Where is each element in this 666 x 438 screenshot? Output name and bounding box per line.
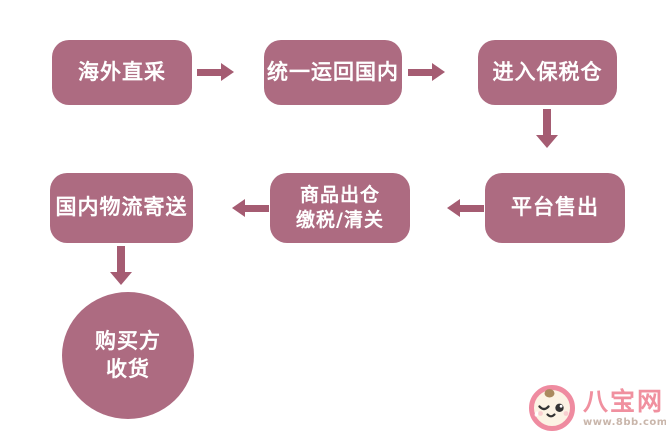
node-label: 海外直采 — [78, 59, 166, 84]
arrow-shaft — [543, 109, 551, 135]
node-domestic-logistics: 国内物流寄送 — [50, 173, 193, 243]
node-ship-back-to-china: 统一运回国内 — [264, 40, 402, 105]
site-name: 八宝网 — [583, 387, 665, 417]
arrow-shaft — [197, 68, 221, 76]
node-label-line2: 缴税/清关 — [296, 209, 384, 231]
node-label: 平台售出 — [511, 195, 599, 220]
arrow-head — [221, 63, 234, 81]
node-label: 进入保税仓 — [492, 59, 603, 84]
site-watermark: 八宝网 www.8bb.com — [528, 384, 666, 432]
arrow-head — [447, 199, 460, 217]
site-url: www.8bb.com — [583, 416, 666, 428]
arrow-left-icon — [232, 199, 269, 217]
node-label: 国内物流寄送 — [55, 195, 188, 220]
site-watermark-text: 八宝网 www.8bb.com — [583, 388, 666, 428]
arrow-down-icon — [110, 246, 132, 285]
node-label-line2: 收货 — [106, 356, 150, 381]
node-label: 统一运回国内 — [267, 59, 399, 84]
arrow-head — [432, 63, 445, 81]
arrow-left-icon — [447, 199, 484, 217]
arrow-head — [232, 199, 245, 217]
baby-face-icon — [529, 385, 575, 431]
node-goods-out-customs-clearance: 商品出仓 缴税/清关 — [270, 173, 410, 243]
arrow-down-icon — [536, 109, 558, 148]
arrow-shaft — [117, 246, 125, 272]
arrow-right-icon — [408, 63, 445, 81]
node-buyer-receives-goods: 购买方 收货 — [62, 292, 194, 419]
arrow-shaft — [245, 204, 269, 212]
arrow-right-icon — [197, 63, 234, 81]
arrow-shaft — [460, 204, 484, 212]
node-label-line1: 购买方 — [95, 329, 161, 354]
node-overseas-direct-purchase: 海外直采 — [52, 40, 192, 105]
arrow-shaft — [408, 68, 432, 76]
node-enter-bonded-warehouse: 进入保税仓 — [478, 40, 617, 105]
node-label-line1: 商品出仓 — [299, 184, 380, 207]
node-platform-sold: 平台售出 — [485, 173, 625, 243]
arrow-head — [110, 272, 132, 285]
arrow-head — [536, 135, 558, 148]
